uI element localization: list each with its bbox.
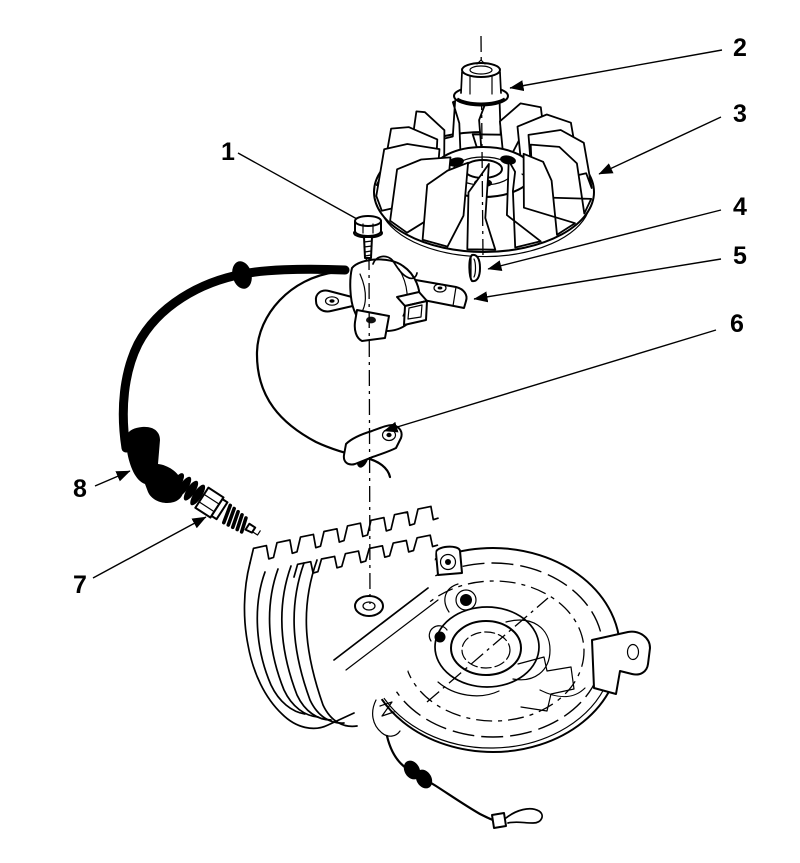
cylinder-side-fin [305, 559, 358, 728]
spark-plug [166, 473, 261, 536]
callout-label-1: 1 [221, 138, 235, 166]
cylinder-top-fins [249, 505, 439, 578]
bolt-boss [428, 589, 477, 643]
ignition-coil [314, 255, 468, 342]
spark-plug-wire [118, 261, 350, 453]
mount-ear [591, 630, 651, 695]
coil-foot [353, 309, 390, 342]
coil-left-arm [314, 289, 358, 313]
callout-label-5: 5 [733, 242, 747, 270]
callout-leader-3 [598, 116, 722, 175]
cylinder-side-fin [268, 568, 319, 718]
flywheel [373, 98, 595, 258]
flywheel-bolt [353, 215, 383, 262]
wire-grommet [232, 261, 252, 289]
callout-label-4: 4 [733, 193, 747, 221]
cylinder-side-fins [256, 559, 358, 728]
callout-leader-1 [237, 152, 358, 220]
coil-connector [396, 291, 428, 326]
cylinder-fin-row [293, 534, 439, 578]
callout-leader-7 [92, 516, 207, 579]
wire-clamp [342, 424, 403, 468]
flywheel-nut [453, 59, 509, 107]
cylinder-side-fin [256, 571, 306, 715]
flywheel-fin [466, 163, 497, 251]
callout-label-8: 8 [73, 475, 87, 503]
wire-terminal [491, 808, 543, 829]
callout-leader-6 [383, 329, 717, 433]
flywheel-fins-front [375, 143, 593, 251]
kill-wire [255, 270, 392, 479]
callout-leader-8 [94, 470, 131, 487]
woodruff-key [468, 253, 481, 283]
flywheel-fin [522, 152, 576, 236]
ground-wire [385, 734, 543, 829]
spark-plug-boot [125, 426, 184, 503]
callout-label-6: 6 [730, 310, 744, 338]
cylinder-side-fin [280, 565, 332, 721]
callout-leader-2 [509, 49, 723, 92]
cylinder-side-fin [293, 562, 345, 724]
callout-label-3: 3 [733, 100, 747, 128]
engine-block [243, 505, 651, 829]
cylinder-fin-row [249, 505, 439, 564]
coil-mount-boss [354, 595, 384, 617]
spark-plug-threads [222, 503, 248, 534]
callout-label-7: 7 [73, 571, 87, 599]
cylinder-with-fins [243, 505, 439, 737]
callouts: 1 2 3 4 5 6 7 8 [73, 34, 747, 599]
callout-leader-5 [473, 258, 722, 303]
top-mount-tab [435, 545, 463, 576]
callout-leader-4 [487, 209, 722, 272]
centerline-mounting [368, 253, 371, 605]
flywheel-fin [421, 161, 469, 248]
flywheel-fin [506, 159, 542, 249]
coil-bail [372, 255, 418, 280]
callout-label-2: 2 [733, 34, 747, 62]
